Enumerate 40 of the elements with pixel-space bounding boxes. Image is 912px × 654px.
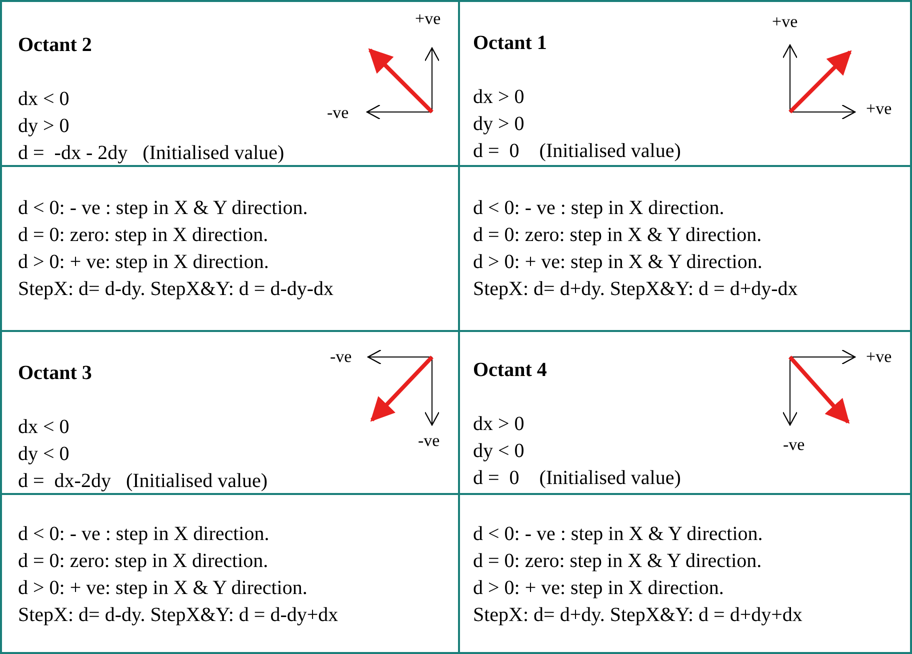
octant-heading: Octant 3 — [18, 361, 92, 385]
condition-text: d = 0: zero: step in X direction. — [18, 223, 268, 247]
condition-text: d = 0: zero: step in X & Y direction. — [473, 549, 762, 573]
axis-label: +ve — [866, 99, 892, 119]
axis-label: +ve — [415, 9, 441, 29]
condition-text: StepX: d= d-dy. StepX&Y: d = d-dy+dx — [18, 603, 338, 627]
condition-text: dy < 0 — [18, 442, 70, 466]
condition-text: dy < 0 — [473, 439, 524, 463]
axis-label: +ve — [772, 12, 798, 32]
octant-heading: Octant 2 — [18, 33, 92, 57]
condition-text: d = 0 (Initialised value) — [473, 466, 681, 490]
condition-text: StepX: d= d-dy. StepX&Y: d = d-dy-dx — [18, 277, 334, 301]
axis-label: -ve — [783, 435, 805, 455]
condition-text: dx > 0 — [473, 412, 524, 436]
condition-text: d > 0: + ve: step in X direction. — [473, 576, 724, 600]
condition-text: StepX: d= d+dy. StepX&Y: d = d+dy-dx — [473, 277, 798, 301]
condition-text: d < 0: - ve : step in X & Y direction. — [473, 522, 763, 546]
axis-label: -ve — [330, 347, 352, 367]
axis-label: +ve — [866, 347, 892, 367]
condition-text: dx < 0 — [18, 415, 70, 439]
condition-text: dy > 0 — [18, 114, 70, 138]
condition-text: d > 0: + ve: step in X direction. — [18, 250, 269, 274]
axis-label: -ve — [327, 103, 349, 123]
condition-text: d < 0: - ve : step in X & Y direction. — [18, 196, 308, 220]
condition-text: d = -dx - 2dy (Initialised value) — [18, 141, 284, 165]
condition-text: d = 0: zero: step in X direction. — [18, 549, 268, 573]
octant-heading: Octant 1 — [473, 31, 547, 55]
condition-text: dx > 0 — [473, 85, 524, 109]
condition-text: d < 0: - ve : step in X direction. — [473, 196, 724, 220]
condition-text: d < 0: - ve : step in X direction. — [18, 522, 270, 546]
condition-text: d > 0: + ve: step in X & Y direction. — [18, 576, 308, 600]
axis-label: -ve — [418, 431, 440, 451]
condition-text: d > 0: + ve: step in X & Y direction. — [473, 250, 762, 274]
condition-text: d = dx-2dy (Initialised value) — [18, 469, 268, 493]
condition-text: dy > 0 — [473, 112, 524, 136]
condition-text: d = 0 (Initialised value) — [473, 139, 681, 163]
octant-heading: Octant 4 — [473, 358, 547, 382]
condition-text: dx < 0 — [18, 87, 70, 111]
condition-text: d = 0: zero: step in X & Y direction. — [473, 223, 762, 247]
condition-text: StepX: d= d+dy. StepX&Y: d = d+dy+dx — [473, 603, 802, 627]
